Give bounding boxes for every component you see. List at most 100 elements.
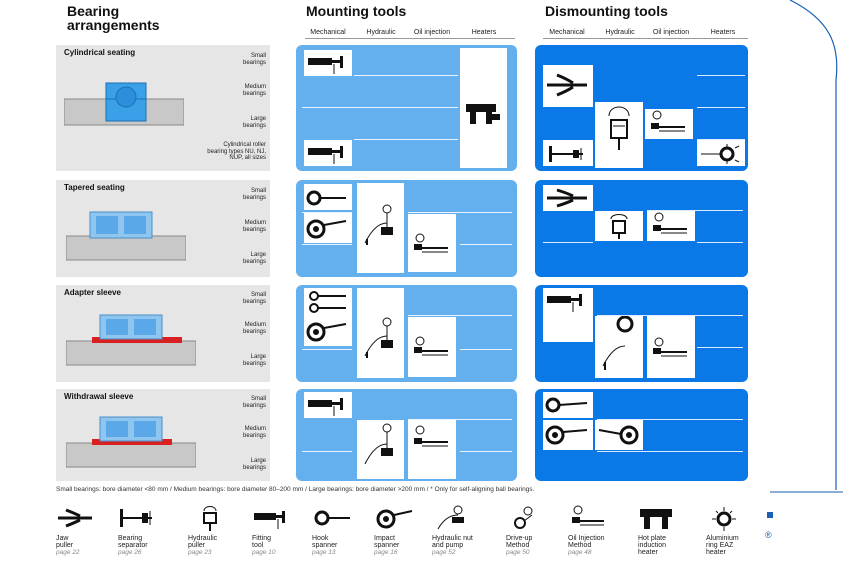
dismounting-tools-title: Dismounting tools (545, 3, 668, 19)
dismount-panel-tapered (535, 180, 748, 277)
tool-impact-spanner[interactable] (304, 316, 352, 346)
registered-mark: ® (765, 530, 772, 540)
legend-name: Aluminium ring EAZ heater (706, 535, 739, 556)
legend-page: page 10 (252, 549, 276, 556)
tool-hydraulic-puller[interactable] (595, 102, 643, 168)
bearing-arrangements-title: Bearing arrangements (67, 4, 160, 32)
fitting-tool-icon (308, 56, 343, 74)
tool-hydraulic-nut-pump[interactable] (357, 183, 404, 273)
divider (460, 244, 512, 245)
legend-page: page 26 (118, 549, 142, 556)
oil-injection-icon (651, 110, 685, 132)
legend-page: page 50 (506, 549, 530, 556)
dismount-header-rule (543, 38, 748, 39)
size-small: Small bearings (242, 188, 266, 201)
tool-impact-spanner[interactable] (543, 420, 593, 450)
bearing-title-line-2: arrangements (67, 17, 160, 33)
legend-hook-spanner: Hook spanner page 13 (312, 505, 368, 556)
impact-spanner-icon (598, 425, 639, 445)
hydraulic-nut-icon (364, 423, 393, 465)
legend-oil-injection: Oil Injection Method page 48 (568, 505, 624, 556)
legend-name: Drive-up Method (506, 535, 533, 549)
tool-fitting-tool[interactable] (304, 392, 352, 418)
oil-injection-icon (653, 337, 687, 357)
bearing-separator-icon (120, 509, 152, 527)
tool-oil-injection[interactable] (408, 317, 456, 377)
tool-jaw-puller[interactable] (543, 185, 593, 211)
legend-fitting-tool: Fitting tool page 10 (252, 505, 308, 556)
adapter-sleeve-image (66, 314, 196, 366)
dismount-panel-cylindrical (535, 45, 748, 171)
size-medium: Medium bearings (242, 84, 266, 97)
tool-bearing-separator[interactable] (543, 140, 593, 166)
tool-hook-spanner[interactable] (304, 184, 352, 210)
oil-injection-icon (414, 336, 448, 356)
aluminium-ring-icon (701, 144, 740, 164)
legend-name: Fitting tool (252, 535, 272, 549)
tool-hydraulic-nut-pump[interactable] (595, 316, 643, 378)
tool-impact-spanner[interactable] (595, 420, 643, 450)
mount-header-rule (305, 38, 515, 39)
legend-page: page 13 (312, 549, 336, 556)
bearing-separator-icon (549, 146, 583, 162)
impact-spanner-icon (376, 509, 413, 529)
fitting-tool-icon (308, 146, 343, 164)
tool-fitting-tool[interactable] (304, 140, 352, 166)
divider (697, 242, 743, 243)
legend-name: Hook spanner (312, 535, 338, 549)
tool-hydraulic-nut-pump[interactable] (357, 288, 404, 378)
tool-hook-spanner[interactable] (543, 392, 593, 418)
legend-jaw-puller: Jaw puller page 22 (56, 505, 112, 556)
tool-oil-injection[interactable] (645, 109, 693, 139)
divider (408, 315, 512, 316)
legend-name: Jaw puller (56, 535, 74, 549)
tool-hydraulic-nut-pump[interactable] (357, 420, 404, 479)
dismount-col-mechanical: Mechanical (549, 29, 585, 36)
tool-hot-plate-heater[interactable] (460, 48, 507, 168)
hydraulic-nut-icon (602, 316, 634, 370)
divider (302, 212, 352, 213)
tool-impact-spanner[interactable] (304, 213, 352, 243)
divider (460, 349, 512, 350)
legend-hot-plate: Hot plate induction heater (638, 505, 694, 556)
impact-spanner-icon (306, 322, 347, 342)
hook-spanner-icon (545, 397, 588, 413)
tool-oil-injection[interactable] (647, 211, 695, 241)
tool-oil-injection[interactable] (647, 316, 695, 378)
aluminium-ring-icon (712, 507, 736, 531)
hydraulic-nut-icon (364, 317, 393, 358)
legend-impact-spanner: Impact spanner page 16 (374, 505, 430, 556)
mounting-tools-title: Mounting tools (306, 3, 407, 19)
divider (354, 139, 458, 140)
hot-plate-icon (640, 509, 672, 529)
tool-fitting-tool[interactable] (543, 288, 593, 342)
page-edge-curve (770, 0, 843, 493)
legend-name: Hot plate induction heater (638, 535, 667, 556)
impact-spanner-icon (306, 219, 347, 239)
dismount-panel-adapter (535, 285, 748, 382)
tool-jaw-puller[interactable] (543, 65, 593, 107)
jaw-puller-icon (547, 188, 587, 208)
legend-page: page 16 (374, 549, 398, 556)
tool-aluminium-ring-heater[interactable] (697, 140, 745, 166)
footnote: Small bearings: bore diameter <80 mm / M… (56, 486, 535, 493)
divider (302, 451, 352, 452)
legend-drive-up: Drive-up Method page 50 (506, 505, 562, 556)
divider (597, 451, 743, 452)
tool-oil-injection[interactable] (408, 214, 456, 272)
dismount-col-hydraulic: Hydraulic (605, 29, 635, 36)
row-title: Tapered seating (64, 183, 125, 192)
hot-plate-icon (466, 104, 500, 124)
legend-name: Bearing separator (118, 535, 148, 549)
row-adapter-sleeve: Adapter sleeve Small bearings Medium bea… (56, 285, 270, 382)
dismount-panel-withdrawal (535, 389, 748, 481)
legend-hydraulic-puller: Hydraulic puller page 23 (188, 505, 244, 556)
size-medium: Medium bearings (242, 426, 266, 439)
tool-hydraulic-puller[interactable] (595, 211, 643, 241)
size-large: Large bearings (242, 354, 266, 367)
tool-hook-spanner[interactable] (304, 288, 352, 316)
tool-oil-injection[interactable] (408, 420, 456, 479)
divider (697, 139, 745, 140)
tool-fitting-tool[interactable] (304, 50, 352, 76)
impact-spanner-icon (545, 425, 588, 445)
